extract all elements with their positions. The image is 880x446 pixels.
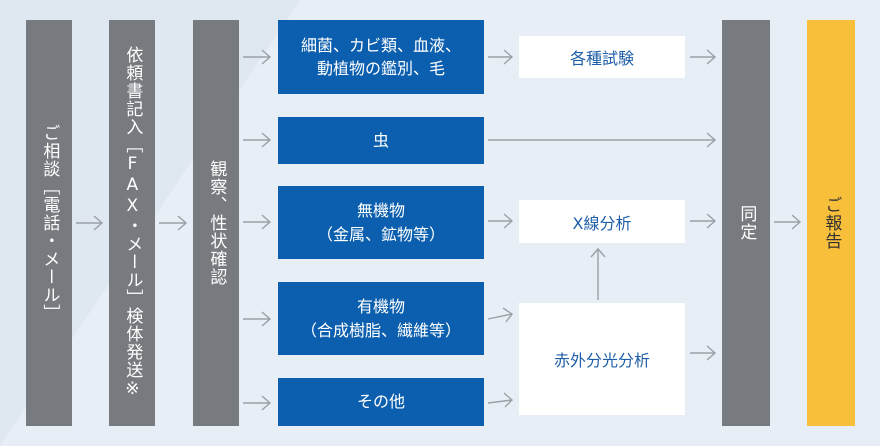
category-inorganic-line2: （金属、鉱物等） [316,224,445,244]
category-other: その他 [278,378,484,426]
analysis-infrared: 赤外分光分析 [519,303,685,415]
category-bacteria-line2: 動植物の鑑別、毛 [316,59,445,78]
step-observe: 観察、性状確認 [193,20,239,426]
step-request: 依頼書記入［FAX・メール］検体発送※ [109,20,155,426]
category-inorganic: 無機物 （金属、鉱物等） [278,186,484,259]
step-identify: 同定 [722,20,770,426]
category-bacteria: 細菌、カビ類、血液、 動植物の鑑別、毛 [278,20,484,94]
step-consult: ご相談［電話・メール］ [26,20,72,426]
analysis-xray: X線分析 [519,200,685,243]
category-organic-line1: 有機物 [356,297,405,317]
category-organic: 有機物 （合成樹脂、繊維等） [278,282,484,355]
category-insect: 虫 [278,117,484,164]
category-organic-line2: （合成樹脂、繊維等） [300,320,461,340]
step-report: ご報告 [807,20,855,426]
category-bacteria-line1: 細菌、カビ類、血液、 [300,35,461,55]
category-inorganic-line1: 無機物 [356,201,405,221]
analysis-tests: 各種試験 [519,36,685,78]
